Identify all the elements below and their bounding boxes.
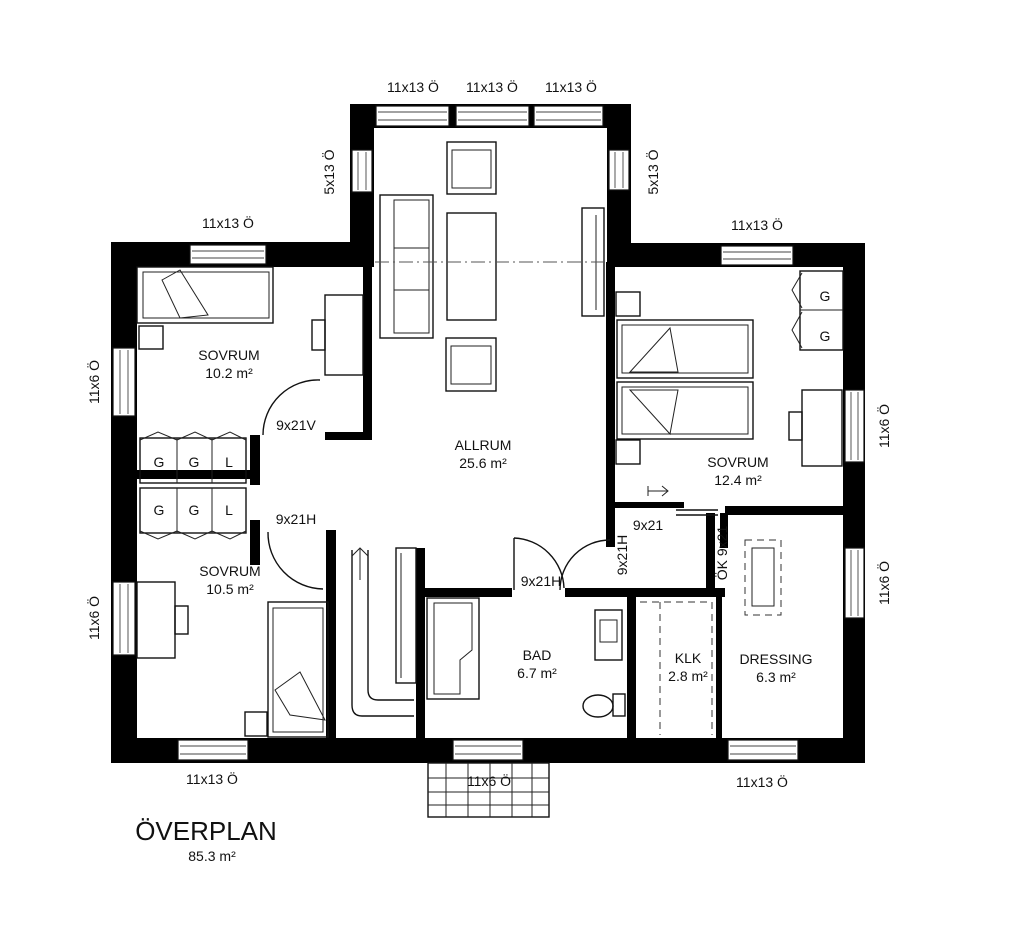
- window-top-1: [375, 105, 450, 127]
- window-label-w-lower: 11x6 Ö: [85, 596, 102, 640]
- door-label-bad: 9x21H: [521, 573, 561, 589]
- room-name-sovrum-sw: SOVRUM: [199, 563, 260, 579]
- window-label-e-lower: 11x6 Ö: [875, 561, 892, 605]
- window-label-bottom-left: 11x13 Ö: [186, 770, 238, 787]
- sovrum-sw-furniture: [136, 531, 329, 738]
- room-name-sovrum-nw: SOVRUM: [198, 347, 259, 363]
- closet-label-lower-2: G: [189, 502, 200, 518]
- allrum-furniture: [375, 141, 605, 392]
- window-bay-right: [608, 149, 630, 191]
- room-area-allrum: 25.6 m²: [459, 455, 507, 471]
- door-labels: 9x21V 9x21H 9x21H 9x21H 9x21 ÖK 9x21: [276, 417, 730, 589]
- room-name-bad: BAD: [523, 647, 552, 663]
- closet-label-lower-1: G: [154, 502, 165, 518]
- window-labels: 11x13 Ö 11x13 Ö 11x13 Ö 5x13 Ö 5x13 Ö 11…: [85, 78, 892, 790]
- window-label-top-3: 11x13 Ö: [545, 78, 597, 95]
- window-w-upper: [112, 347, 136, 417]
- window-label-ne: 11x13 Ö: [731, 216, 783, 233]
- bad-furniture: [426, 537, 626, 718]
- sovrum-e-furniture: [615, 270, 844, 516]
- window-e-lower: [844, 547, 865, 619]
- room-area-dressing: 6.3 m²: [756, 669, 796, 685]
- window-bottom-mid: [452, 739, 524, 761]
- window-w-lower: [112, 581, 136, 656]
- closet-label-east-1: G: [820, 288, 831, 304]
- entry-steps: [427, 762, 550, 818]
- room-area-klk: 2.8 m²: [668, 668, 708, 684]
- window-bottom-right: [727, 739, 799, 761]
- closets-lower: [139, 487, 247, 540]
- window-bay-left: [351, 149, 373, 193]
- window-label-bottom-right: 11x13 Ö: [736, 773, 788, 790]
- closets-upper: [139, 431, 247, 484]
- room-name-klk: KLK: [675, 650, 702, 666]
- window-label-top-2: 11x13 Ö: [466, 78, 518, 95]
- room-area-sovrum-sw: 10.5 m²: [206, 581, 254, 597]
- window-label-top-1: 11x13 Ö: [387, 78, 439, 95]
- room-area-sovrum-nw: 10.2 m²: [205, 365, 253, 381]
- door-label-sovrum-e: 9x21: [633, 517, 664, 533]
- plan-title: ÖVERPLAN: [135, 816, 277, 846]
- interior-walls: [137, 262, 845, 740]
- closet-label-upper-1: G: [154, 454, 165, 470]
- closet-label-east-2: G: [820, 328, 831, 344]
- window-label-w-upper: 11x6 Ö: [85, 360, 102, 404]
- room-name-dressing: DRESSING: [739, 651, 812, 667]
- dressing-furniture: [744, 539, 782, 616]
- window-e-upper: [844, 389, 865, 463]
- room-area-sovrum-e: 12.4 m²: [714, 472, 762, 488]
- closet-label-upper-3: L: [225, 454, 233, 470]
- plan-title-block: ÖVERPLAN 85.3 m²: [135, 816, 277, 864]
- closet-label-upper-2: G: [189, 454, 200, 470]
- closet-labels: G G L G G L G G: [154, 288, 831, 518]
- windows: [112, 105, 865, 761]
- klk-furniture: [640, 601, 713, 735]
- hall-furniture: [351, 547, 417, 717]
- window-bottom-left: [177, 739, 249, 761]
- closet-label-lower-3: L: [225, 502, 233, 518]
- plan-area: 85.3 m²: [188, 848, 236, 864]
- window-label-bay-left: 5x13 Ö: [320, 149, 337, 194]
- sovrum-nw-furniture: [136, 266, 364, 436]
- door-label-sovrum-nw: 9x21V: [276, 417, 316, 433]
- window-nw: [189, 244, 267, 265]
- window-top-2: [455, 105, 530, 127]
- window-label-bay-right: 5x13 Ö: [644, 149, 661, 194]
- room-area-bad: 6.7 m²: [517, 665, 557, 681]
- window-label-e-upper: 11x6 Ö: [875, 404, 892, 448]
- room-name-sovrum-e: SOVRUM: [707, 454, 768, 470]
- door-label-hall: 9x21H: [614, 535, 630, 575]
- door-label-sovrum-sw: 9x21H: [276, 511, 316, 527]
- window-label-nw: 11x13 Ö: [202, 214, 254, 231]
- room-name-allrum: ALLRUM: [455, 437, 512, 453]
- window-label-bottom-mid: 11x6 Ö: [467, 772, 511, 789]
- window-top-3: [533, 105, 604, 127]
- door-label-dressing: ÖK 9x21: [713, 526, 730, 581]
- window-ne: [720, 245, 794, 266]
- room-labels: ALLRUM 25.6 m² SOVRUM 10.2 m² SOVRUM 10.…: [198, 347, 812, 685]
